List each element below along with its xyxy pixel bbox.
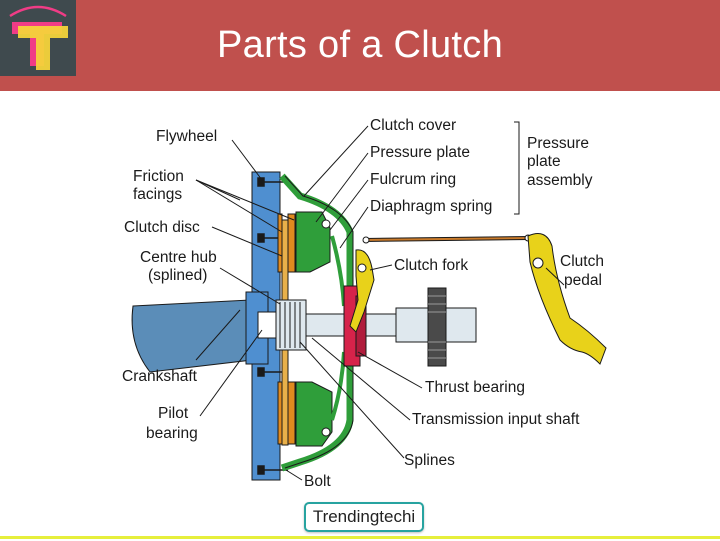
label-flywheel: Flywheel: [156, 128, 217, 145]
label-fulcrum-ring: Fulcrum ring: [370, 171, 456, 188]
label-pilot-bearing-2: bearing: [146, 425, 198, 442]
pressure-plate-top: [295, 211, 331, 273]
label-friction-facings: Friction: [133, 168, 184, 185]
label-clutch-pedal: Clutch: [560, 253, 604, 270]
label-crankshaft: Crankshaft: [122, 368, 198, 385]
label-pressure-plate-assembly-2: plate: [527, 153, 561, 170]
label-clutch-disc: Clutch disc: [124, 219, 200, 236]
label-bolt: Bolt: [304, 473, 331, 490]
label-splines: Splines: [404, 452, 455, 469]
trendingtechi-t-logo-icon: [9, 5, 68, 70]
watermark-badge: Trendingtechi: [304, 502, 424, 532]
label-diaphragm-spring: Diaphragm spring: [370, 198, 492, 215]
label-clutch-pedal-2: pedal: [564, 272, 602, 289]
crankshaft-shape: [131, 299, 253, 373]
label-clutch-cover: Clutch cover: [370, 117, 456, 134]
label-friction-facings-2: facings: [133, 186, 182, 203]
label-thrust-bearing: Thrust bearing: [425, 379, 525, 396]
title-banner: Parts of a Clutch: [0, 0, 720, 91]
clutch-fork-shape: [349, 249, 375, 333]
label-centre-hub: Centre hub: [140, 249, 217, 266]
centre-hub-shape: [275, 299, 307, 351]
linkage-rod: [362, 234, 532, 244]
leader-lines: [195, 121, 565, 481]
label-pressure-plate-assembly-3: assembly: [527, 172, 593, 189]
label-pressure-plate: Pressure plate: [370, 144, 470, 161]
friction-facing-bottom: [287, 381, 296, 445]
bottom-accent-line: [0, 536, 720, 539]
label-pressure-plate-assembly: Pressure: [527, 135, 589, 152]
clutch-diagram: Flywheel Friction facings Clutch disc Ce…: [122, 117, 607, 490]
flywheel-bolts: [257, 177, 288, 475]
label-centre-hub-2: (splined): [148, 267, 207, 284]
page-title: Parts of a Clutch: [217, 24, 503, 66]
friction-facing-top: [287, 213, 296, 273]
clutch-cover-shape: [279, 173, 354, 472]
label-transmission-input-shaft: Transmission input shaft: [412, 411, 580, 428]
label-clutch-fork: Clutch fork: [394, 257, 468, 274]
clutch-pedal-shape: [527, 233, 607, 365]
gear-shape: [427, 287, 447, 367]
logo: [0, 0, 76, 76]
label-pilot-bearing: Pilot: [158, 405, 189, 422]
